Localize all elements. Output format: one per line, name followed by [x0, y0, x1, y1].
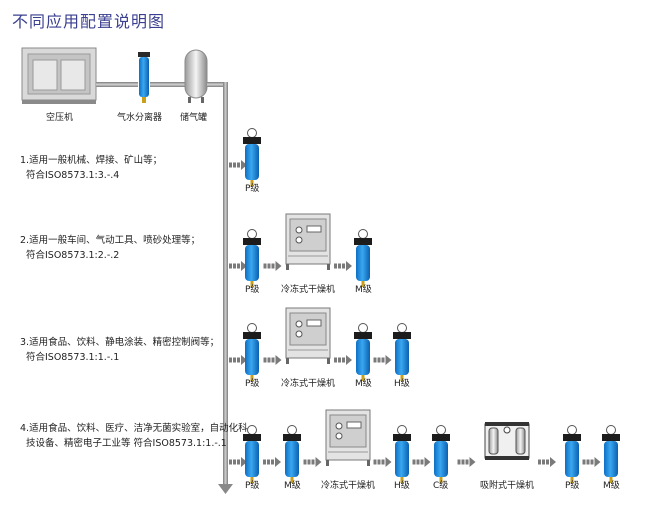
config-3-row	[229, 307, 411, 381]
separator-label: 气水分离器	[117, 113, 163, 123]
compressor-label: 空压机	[46, 113, 74, 123]
filter-icon	[283, 425, 301, 483]
config-1-line1: 1.适用一般机械、焊接、矿山等；	[20, 155, 163, 166]
water-separator-icon	[138, 52, 150, 103]
config-4-item-8-label: M级	[603, 481, 620, 491]
refrigerated-dryer-icon	[285, 307, 331, 364]
config-3-line1: 3.适用食品、饮料、静电涂装、精密控制阀等；	[20, 337, 220, 348]
config-1-description: 1.适用一般机械、焊接、矿山等； 符合ISO8573.1:3.-.4	[20, 153, 162, 183]
config-4-line2: 技设备、精密电子工业等 符合ISO8573.1:1.-.1	[26, 438, 227, 449]
config-4-item-7-label: P级	[565, 481, 580, 491]
config-3-item-3-label: M级	[355, 379, 372, 389]
filter-icon	[393, 425, 411, 483]
config-4-item-2-label: M级	[284, 481, 301, 491]
filter-icon	[243, 425, 261, 483]
config-4-row	[229, 409, 620, 483]
config-3-item-4-label: H级	[394, 379, 410, 389]
filter-icon	[393, 323, 411, 381]
config-4-item-5-label: C级	[433, 481, 449, 491]
filter-icon	[432, 425, 450, 483]
config-4-description: 4.适用食品、饮料、医疗、洁净无菌实验室，自动化科 技设备、精密电子工业等 符合…	[20, 421, 248, 451]
air-compressor-icon	[21, 47, 97, 104]
config-2-line2: 符合ISO8573.1:2.-.2	[26, 250, 120, 261]
config-3-item-1-label: P级	[245, 379, 260, 389]
filter-icon	[602, 425, 620, 483]
config-2-line1: 2.适用一般车间、气动工具、喷砂处理等；	[20, 235, 201, 246]
filter-icon	[243, 229, 261, 287]
config-1-item-1-label: P级	[245, 184, 260, 194]
air-tank-icon	[184, 49, 208, 103]
filter-icon	[354, 323, 372, 381]
config-2-row	[229, 213, 372, 287]
config-2-item-2-label: 冷冻式干燥机	[281, 285, 336, 295]
config-4-item-1-label: P级	[245, 481, 260, 491]
config-2-item-1-label: P级	[245, 285, 260, 295]
config-1-row	[229, 128, 261, 186]
config-3-line2: 符合ISO8573.1:1.-.1	[26, 352, 120, 363]
refrigerated-dryer-icon	[325, 409, 371, 466]
filter-icon	[243, 128, 261, 186]
tank-label: 储气罐	[180, 113, 208, 123]
config-4-line1: 4.适用食品、饮料、医疗、洁净无菌实验室，自动化科	[20, 423, 248, 434]
config-3-item-2-label: 冷冻式干燥机	[281, 379, 336, 389]
config-4-item-3-label: 冷冻式干燥机	[321, 481, 376, 491]
config-4-item-4-label: H级	[394, 481, 410, 491]
config-2-item-3-label: M级	[355, 285, 372, 295]
config-2-description: 2.适用一般车间、气动工具、喷砂处理等； 符合ISO8573.1:2.-.2	[20, 233, 200, 263]
page-title: 不同应用配置说明图	[12, 12, 166, 31]
config-3-description: 3.适用食品、饮料、静电涂装、精密控制阀等； 符合ISO8573.1:1.-.1	[20, 335, 219, 365]
filter-icon	[354, 229, 372, 287]
filter-icon	[563, 425, 581, 483]
filter-icon	[243, 323, 261, 381]
adsorption-dryer-icon	[484, 422, 530, 460]
config-1-line2: 符合ISO8573.1:3.-.4	[26, 170, 120, 181]
main-pipe	[223, 82, 228, 486]
config-4-item-6-label: 吸附式干燥机	[480, 481, 535, 491]
refrigerated-dryer-icon	[285, 213, 331, 270]
